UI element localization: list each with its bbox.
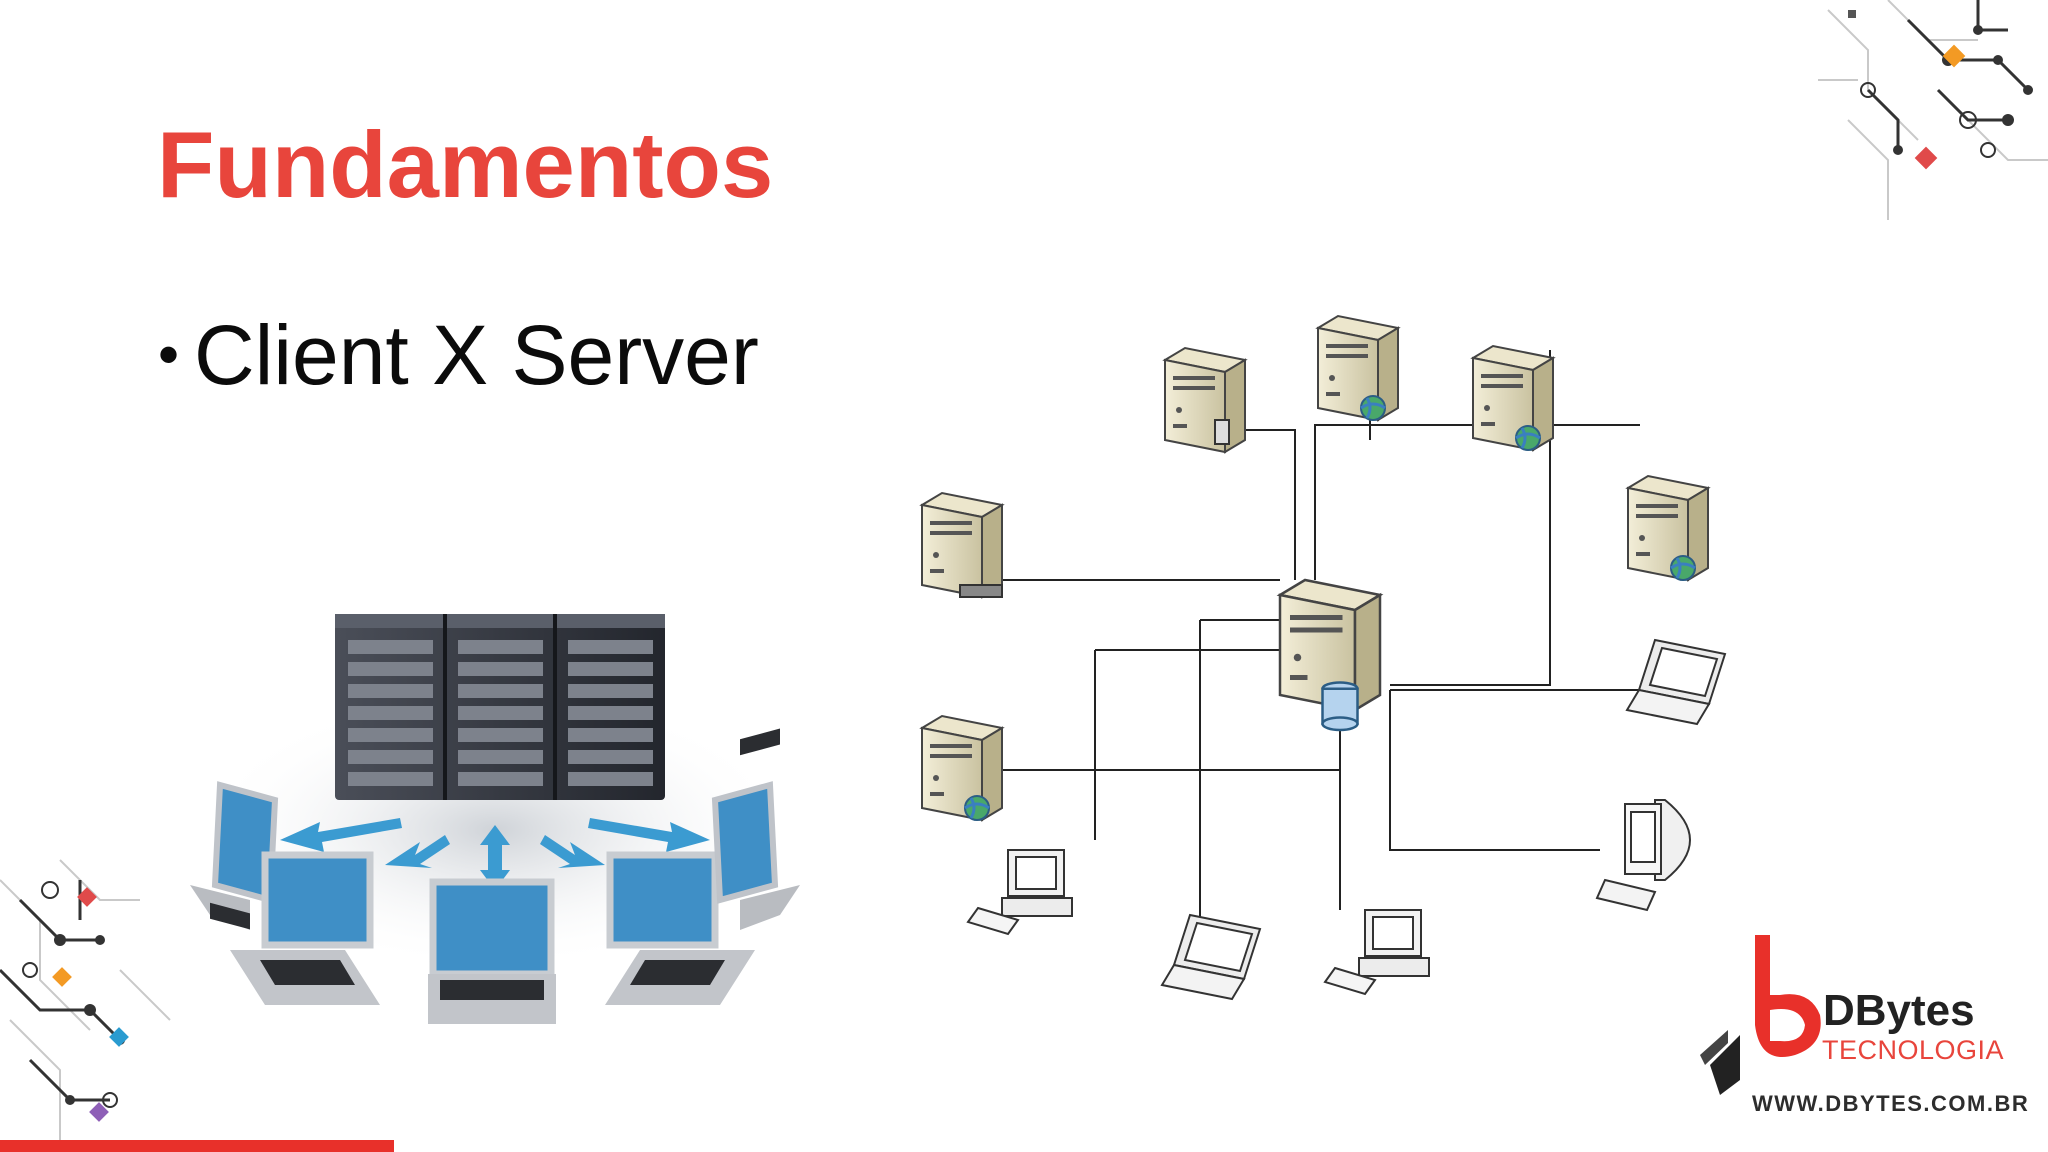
monitor-client-icon [1597,800,1690,910]
server-icon-4 [1628,476,1708,580]
server-icon-1 [1165,348,1245,452]
network-diagram [900,280,1740,1040]
bullet-marker: • [158,325,194,385]
central-server-icon [1280,580,1380,730]
circuit-decoration-top-right [1808,0,2048,240]
pc-client-icon-2 [1325,910,1429,994]
logo-name: DBytes [1823,986,1975,1036]
website-url: WWW.DBYTES.COM.BR [1752,1091,2029,1117]
bullet-text: Client X Server [194,313,759,397]
pc-client-icon-1 [968,850,1072,934]
dbytes-logo-icon [1700,935,1830,1095]
logo-subtitle: TECNOLOGIA [1822,1035,2004,1066]
bullet-item: • Client X Server [158,313,759,397]
server-icon-5 [922,493,1002,597]
server-rack-icon [335,614,665,800]
server-laptops-illustration [170,600,820,1040]
accent-bar [0,1140,394,1152]
server-icon-3 [1473,346,1553,450]
laptop-client-icon-2 [1162,915,1260,999]
laptop-icon-3 [428,882,556,1024]
server-icon-2 [1318,316,1398,420]
slide-title: Fundamentos [157,118,773,212]
laptop-client-icon-1 [1627,640,1725,724]
server-icon-6 [922,716,1002,820]
